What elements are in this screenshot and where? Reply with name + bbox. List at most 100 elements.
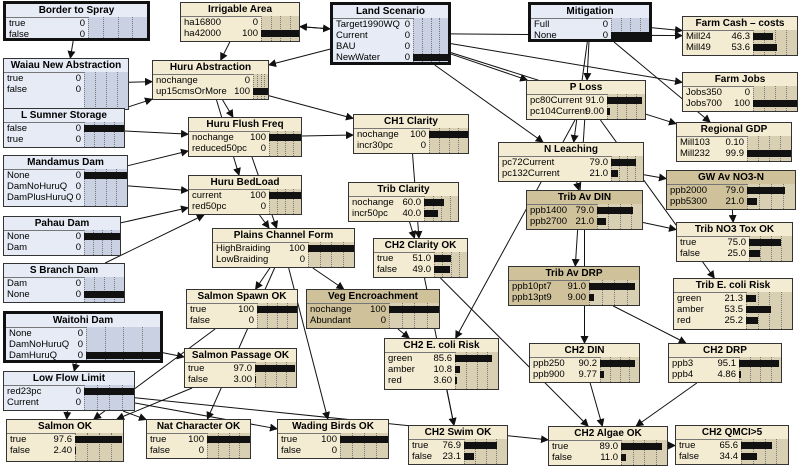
- state-row[interactable]: true75.0: [677, 237, 792, 248]
- state-row[interactable]: Full0: [531, 19, 649, 30]
- node-veg-encroachment[interactable]: Veg Encroachmentnochange100Abundant0: [306, 289, 440, 329]
- node-ch2-clarity-ok[interactable]: CH2 Clarity OKtrue51.0false49.0: [373, 238, 468, 278]
- state-row[interactable]: Mill1030.10: [677, 137, 791, 148]
- state-row[interactable]: Current0: [333, 30, 448, 41]
- state-row[interactable]: ppb44.86: [669, 369, 781, 380]
- node-l-sumner-storage[interactable]: L Sumner Storagefalse0true0: [3, 108, 125, 148]
- state-row[interactable]: Dam0: [4, 242, 120, 253]
- state-row[interactable]: pc72Current79.0: [499, 157, 643, 168]
- state-row[interactable]: incr30pc0: [354, 140, 468, 151]
- node-irrigable-area[interactable]: Irrigable Areaha168000ha42000100: [180, 2, 300, 42]
- node-low-flow-limit[interactable]: Low Flow Limitred23pc0Current0: [3, 371, 135, 411]
- node-trib-no3-tox-ok[interactable]: Trib NO3 Tox OKtrue75.0false25.0: [676, 222, 793, 262]
- state-row[interactable]: red25.2: [674, 315, 792, 326]
- node-nat-character-ok[interactable]: Nat Character OKtrue100false0: [146, 419, 251, 459]
- state-row[interactable]: true97.0: [185, 363, 296, 374]
- state-row[interactable]: ha168000: [181, 17, 299, 28]
- state-row[interactable]: pc80Current91.0: [527, 95, 645, 106]
- state-row[interactable]: DamPlusHuruQ0: [4, 192, 127, 203]
- state-row[interactable]: nochange100: [307, 304, 439, 315]
- node-ch1-clarity[interactable]: CH1 Claritynochange100incr30pc0: [353, 114, 469, 154]
- state-row[interactable]: true100: [278, 434, 388, 445]
- state-row[interactable]: green85.6: [385, 353, 498, 364]
- state-row[interactable]: false3.00: [185, 374, 296, 385]
- node-salmon-spawn-ok[interactable]: Salmon Spawn OKtrue100false0: [186, 289, 298, 329]
- state-row[interactable]: ppb9009.77: [530, 369, 639, 380]
- state-row[interactable]: nochange0: [153, 75, 268, 86]
- state-row[interactable]: true65.6: [676, 440, 788, 451]
- state-row[interactable]: true89.0: [549, 441, 667, 452]
- node-salmon-ok[interactable]: Salmon OKtrue97.6false2.40: [6, 419, 124, 462]
- state-row[interactable]: false23.1: [409, 451, 507, 462]
- state-row[interactable]: amber53.5: [674, 304, 792, 315]
- state-row[interactable]: None0: [6, 328, 160, 339]
- node-ch2-algae-ok[interactable]: CH2 Algae OKtrue89.0false11.0: [548, 426, 668, 466]
- node-trib-e-coli-risk[interactable]: Trib E. coli Riskgreen21.3amber53.5red25…: [673, 278, 793, 330]
- node-huru-flush-freq[interactable]: Huru Flush Freqnochange100reduced50pc0: [188, 117, 302, 157]
- node-farm-cash-costs[interactable]: Farm Cash – costsMill2446.3Mill4953.6: [682, 16, 798, 56]
- state-row[interactable]: LowBraiding0: [213, 254, 354, 265]
- node-mitigation[interactable]: MitigationFull0None0: [528, 2, 652, 42]
- state-row[interactable]: Target1990WQ0: [333, 19, 448, 30]
- state-row[interactable]: true51.0: [374, 253, 467, 264]
- state-row[interactable]: Jobs3500: [683, 87, 797, 98]
- state-row[interactable]: true76.9: [409, 440, 507, 451]
- node-plains-channel-form[interactable]: Plains Channel FormHighBraiding100LowBra…: [212, 228, 355, 268]
- state-row[interactable]: true0: [6, 18, 147, 29]
- state-row[interactable]: false49.0: [374, 264, 467, 275]
- state-row[interactable]: None0: [531, 30, 649, 39]
- state-row[interactable]: None0: [4, 231, 120, 242]
- node-s-branch-dam[interactable]: S Branch DamDam0None0: [3, 263, 125, 303]
- node-land-scenario[interactable]: Land ScenarioTarget1990WQ0Current0BAU0Ne…: [330, 2, 451, 65]
- state-row[interactable]: ppb200079.0: [667, 185, 795, 196]
- state-row[interactable]: true97.6: [7, 434, 123, 445]
- state-row[interactable]: ppb10pt791.0: [509, 281, 639, 292]
- state-row[interactable]: green21.3: [674, 293, 792, 304]
- state-row[interactable]: Mill2446.3: [683, 31, 797, 42]
- state-row[interactable]: ha42000100: [181, 28, 299, 39]
- node-ch2-qmci-5[interactable]: CH2 QMCI>5true65.6false34.4: [675, 425, 789, 465]
- state-row[interactable]: red23pc0: [4, 386, 134, 397]
- state-row[interactable]: current100: [189, 190, 301, 201]
- node-waiau-new-abstraction[interactable]: Waiau New Abstractiontrue0false0: [3, 58, 129, 110]
- state-row[interactable]: ppb530021.0: [667, 196, 795, 207]
- node-trib-av-din[interactable]: Trib Av DINppb140079.0ppb270021.0: [526, 190, 643, 230]
- state-row[interactable]: false11.0: [549, 452, 667, 463]
- state-row[interactable]: false0: [147, 445, 250, 456]
- state-row[interactable]: false0: [4, 84, 128, 95]
- node-ch2-e-coli-risk[interactable]: CH2 E. coli Riskgreen85.6amber10.8red3.6…: [384, 338, 499, 390]
- node-wading-birds-ok[interactable]: Wading Birds OKtrue100false0: [277, 419, 389, 459]
- state-row[interactable]: red50pc0: [189, 201, 301, 212]
- node-trib-clarity[interactable]: Trib Claritynochange60.0incr50pc40.0: [348, 182, 459, 222]
- node-n-leaching[interactable]: N Leachingpc72Current79.0pc132Current21.…: [498, 142, 644, 182]
- node-farm-jobs[interactable]: Farm JobsJobs3500Jobs700100: [682, 72, 798, 112]
- state-row[interactable]: None0: [4, 170, 127, 181]
- node-ch2-din[interactable]: CH2 DINppb25090.2ppb9009.77: [529, 343, 640, 383]
- state-row[interactable]: BAU0: [333, 41, 448, 52]
- state-row[interactable]: true100: [147, 434, 250, 445]
- state-row[interactable]: nochange100: [354, 129, 468, 140]
- state-row[interactable]: amber10.8: [385, 364, 498, 375]
- state-row[interactable]: false0: [278, 445, 388, 456]
- state-row[interactable]: Jobs700100: [683, 98, 797, 109]
- state-row[interactable]: true0: [4, 73, 128, 84]
- node-p-loss[interactable]: P Losspc80Current91.0pc104Current9.00: [526, 80, 646, 120]
- state-row[interactable]: red3.60: [385, 375, 498, 386]
- state-row[interactable]: ppb395.1: [669, 358, 781, 369]
- state-row[interactable]: DamNoHuruQ0: [4, 181, 127, 192]
- state-row[interactable]: None0: [4, 289, 124, 300]
- state-row[interactable]: false34.4: [676, 451, 788, 462]
- node-mandamus-dam[interactable]: Mandamus DamNone0DamNoHuruQ0DamPlusHuruQ…: [3, 155, 128, 207]
- state-row[interactable]: HighBraiding100: [213, 243, 354, 254]
- state-row[interactable]: Mill4953.6: [683, 42, 797, 53]
- node-trib-av-drp[interactable]: Trib Av DRPppb10pt791.0ppb13pt99.00: [508, 266, 640, 306]
- state-row[interactable]: DamHuruQ0: [6, 350, 160, 360]
- node-gw-av-no3-n[interactable]: GW Av NO3-Nppb200079.0ppb530021.0: [666, 170, 796, 210]
- node-border-to-spray[interactable]: Border to Spraytrue0false0: [3, 1, 150, 41]
- state-row[interactable]: Mill23299.9: [677, 148, 791, 159]
- state-row[interactable]: NewWater0: [333, 52, 448, 62]
- state-row[interactable]: ppb25090.2: [530, 358, 639, 369]
- state-row[interactable]: ppb140079.0: [527, 205, 642, 216]
- state-row[interactable]: Dam0: [4, 278, 124, 289]
- node-ch2-swim-ok[interactable]: CH2 Swim OKtrue76.9false23.1: [408, 425, 508, 465]
